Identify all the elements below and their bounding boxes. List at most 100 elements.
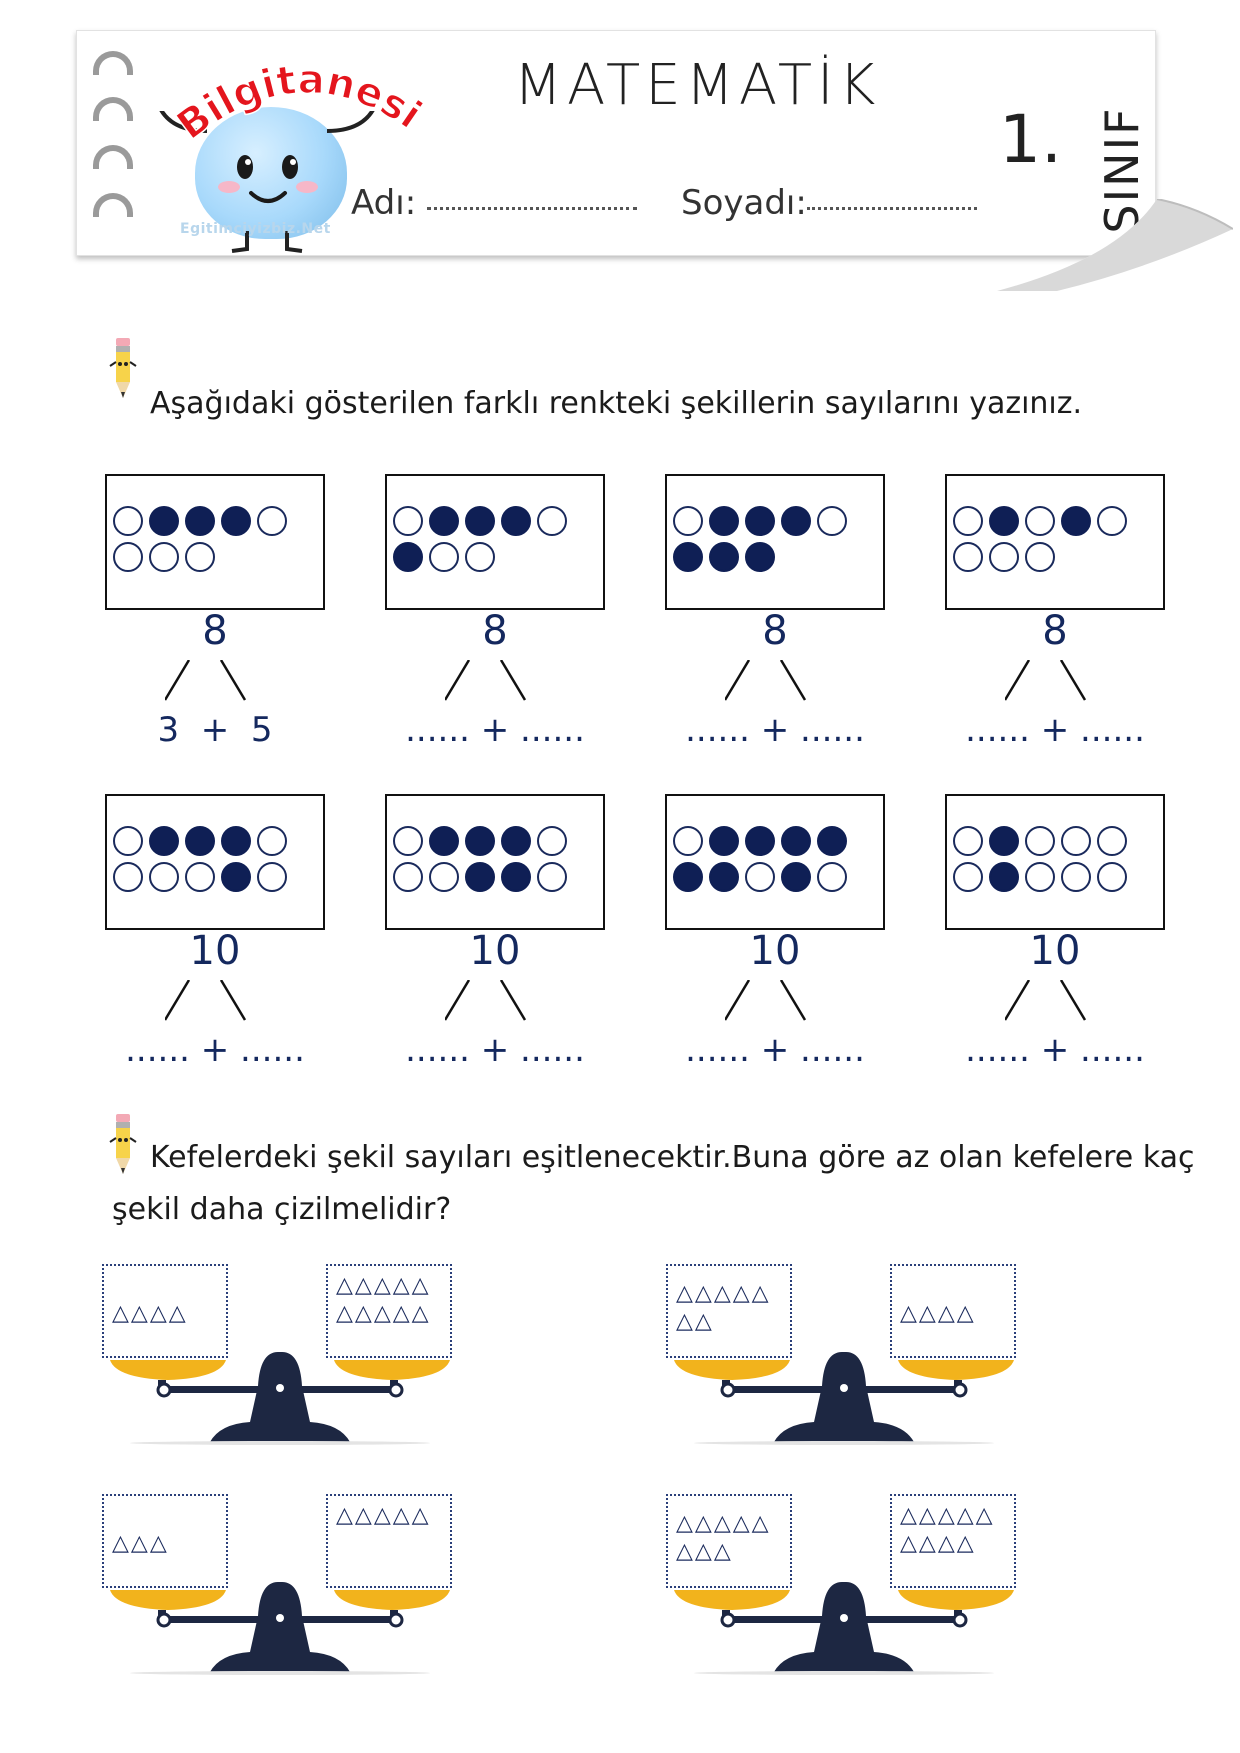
empty-dot	[673, 826, 703, 856]
branch-line	[725, 980, 751, 1021]
empty-dot	[257, 826, 287, 856]
addition-answer[interactable]: ...... + ......	[685, 1030, 865, 1070]
filled-dot	[149, 826, 179, 856]
dot-row	[113, 542, 215, 572]
header-card: Bilgitanesi Egitimciyizbiz.Net MATEMATİK…	[76, 30, 1233, 291]
filled-dot	[709, 542, 739, 572]
filled-dot	[989, 862, 1019, 892]
branch-line	[445, 660, 471, 701]
right-pan-box[interactable]: △△△△△△△△△△	[326, 1264, 452, 1358]
right-pan-box[interactable]: △△△△△	[326, 1494, 452, 1588]
page-title: MATEMATİK	[513, 53, 881, 118]
number-bond-branches	[1005, 980, 1087, 1021]
filled-dot	[501, 506, 531, 536]
addition-answer[interactable]: ...... + ......	[405, 1030, 585, 1070]
binder-ring-icon	[93, 51, 133, 75]
empty-dot	[257, 862, 287, 892]
empty-dot	[429, 862, 459, 892]
filled-dot	[673, 542, 703, 572]
branch-line	[1059, 660, 1087, 701]
branch-line	[779, 980, 807, 1021]
filled-dot	[989, 506, 1019, 536]
binder-ring-icon	[93, 97, 133, 121]
left-pan-box[interactable]: △△△△△△△△	[666, 1494, 792, 1588]
right-pan-box[interactable]: △△△△	[890, 1264, 1016, 1358]
addition-answer[interactable]: ...... + ......	[965, 1030, 1145, 1070]
dot-row	[393, 506, 567, 536]
page-curl-icon	[997, 199, 1233, 291]
filled-dot	[465, 506, 495, 536]
branch-line	[219, 980, 247, 1021]
empty-dot	[113, 542, 143, 572]
empty-dot	[1025, 826, 1055, 856]
empty-dot	[1025, 542, 1055, 572]
empty-dot	[953, 862, 983, 892]
left-pan-box[interactable]: △△△	[102, 1494, 228, 1588]
empty-dot	[393, 862, 423, 892]
filled-dot	[673, 862, 703, 892]
balance-scale-icon	[110, 1352, 450, 1445]
binder-ring-icon	[93, 145, 133, 169]
empty-dot	[1025, 862, 1055, 892]
addition-answer[interactable]: ...... + ......	[125, 1030, 305, 1070]
filled-dot	[221, 862, 251, 892]
dot-row	[673, 506, 847, 536]
empty-dot	[817, 862, 847, 892]
ten-frame	[385, 794, 605, 930]
addition-answer[interactable]: ...... + ......	[685, 710, 865, 750]
balance-scale-icon	[674, 1582, 1014, 1675]
empty-dot	[1025, 506, 1055, 536]
dot-row	[393, 862, 567, 892]
empty-dot	[1097, 506, 1127, 536]
number-bond-branches	[725, 980, 807, 1021]
dot-row	[953, 826, 1127, 856]
empty-dot	[1061, 826, 1091, 856]
empty-dot	[673, 506, 703, 536]
filled-dot	[745, 542, 775, 572]
number-bond-branches	[725, 660, 807, 701]
number-bond-branches	[165, 980, 247, 1021]
empty-dot	[113, 506, 143, 536]
branch-line	[1059, 980, 1087, 1021]
balance-scale: △△△△△△△△△△△△△△	[100, 1256, 460, 1446]
dot-row	[393, 826, 567, 856]
number-bond-branches	[1005, 660, 1087, 701]
addition-answer[interactable]: 3 + 5	[157, 710, 273, 750]
branch-line	[725, 660, 751, 701]
frame-total: 10	[749, 928, 801, 974]
dot-row	[953, 506, 1127, 536]
filled-dot	[149, 506, 179, 536]
dot-row	[673, 826, 847, 856]
filled-dot	[745, 826, 775, 856]
addition-answer[interactable]: ...... + ......	[405, 710, 585, 750]
left-pan-box[interactable]: △△△△	[102, 1264, 228, 1358]
filled-dot	[501, 826, 531, 856]
surname-field[interactable]	[807, 207, 977, 210]
left-pan-box[interactable]: △△△△△△△	[666, 1264, 792, 1358]
empty-dot	[1061, 862, 1091, 892]
empty-dot	[149, 542, 179, 572]
branch-line	[499, 660, 527, 701]
branch-line	[165, 660, 191, 701]
branch-line	[1005, 660, 1031, 701]
empty-dot	[745, 862, 775, 892]
empty-dot	[113, 862, 143, 892]
number-bond-branches	[445, 980, 527, 1021]
branch-line	[165, 980, 191, 1021]
ten-frame	[665, 474, 885, 610]
right-pan-box[interactable]: △△△△△△△△△	[890, 1494, 1016, 1588]
filled-dot	[501, 862, 531, 892]
empty-dot	[953, 826, 983, 856]
filled-dot	[709, 862, 739, 892]
number-bond-branches	[165, 660, 247, 701]
frame-total: 8	[202, 608, 228, 654]
frame-total: 10	[1029, 928, 1081, 974]
addition-answer[interactable]: ...... + ......	[965, 710, 1145, 750]
empty-dot	[537, 506, 567, 536]
name-field[interactable]	[427, 207, 637, 210]
pencil-mascot-icon	[109, 1114, 137, 1174]
filled-dot	[781, 826, 811, 856]
filled-dot	[185, 506, 215, 536]
frame-total: 10	[469, 928, 521, 974]
dot-row	[113, 826, 287, 856]
